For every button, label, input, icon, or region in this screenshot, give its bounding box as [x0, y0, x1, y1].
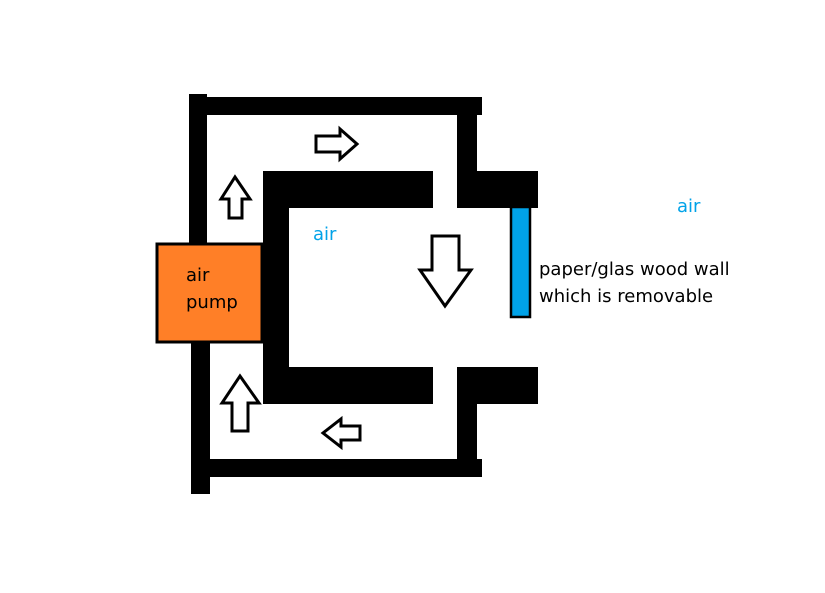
inner-left-wall: [263, 171, 289, 404]
arrow-up-icon: [218, 174, 253, 220]
outer-top-wall: [189, 97, 482, 115]
outer-left-wall-upper: [189, 94, 207, 244]
pump-label-line1: air: [186, 265, 210, 286]
outer-right-connector-lower: [457, 404, 477, 477]
outer-right-connector-upper: [457, 97, 477, 171]
arrow-left-icon: [320, 415, 362, 451]
arrow-up-icon: [219, 373, 262, 433]
removable-wall-panel: [509, 205, 532, 319]
chamber-top-stub: [457, 171, 538, 208]
arrow-right-icon: [314, 125, 360, 163]
air-pump-box: [155, 242, 264, 344]
pump-label-line2: pump: [186, 292, 238, 313]
wall-description-line1: paper/glas wood wall: [539, 259, 730, 280]
inner-top-wall: [263, 171, 433, 208]
wall-description-line2: which is removable: [539, 286, 714, 307]
air-label-inner: air: [313, 224, 337, 245]
inner-bottom-wall: [263, 367, 433, 404]
air-label-outer: air: [677, 196, 701, 217]
outer-left-wall-lower: [191, 341, 210, 494]
chamber-bottom-stub: [457, 367, 538, 404]
arrow-down-icon: [417, 234, 474, 309]
outer-bottom-wall: [191, 459, 482, 477]
